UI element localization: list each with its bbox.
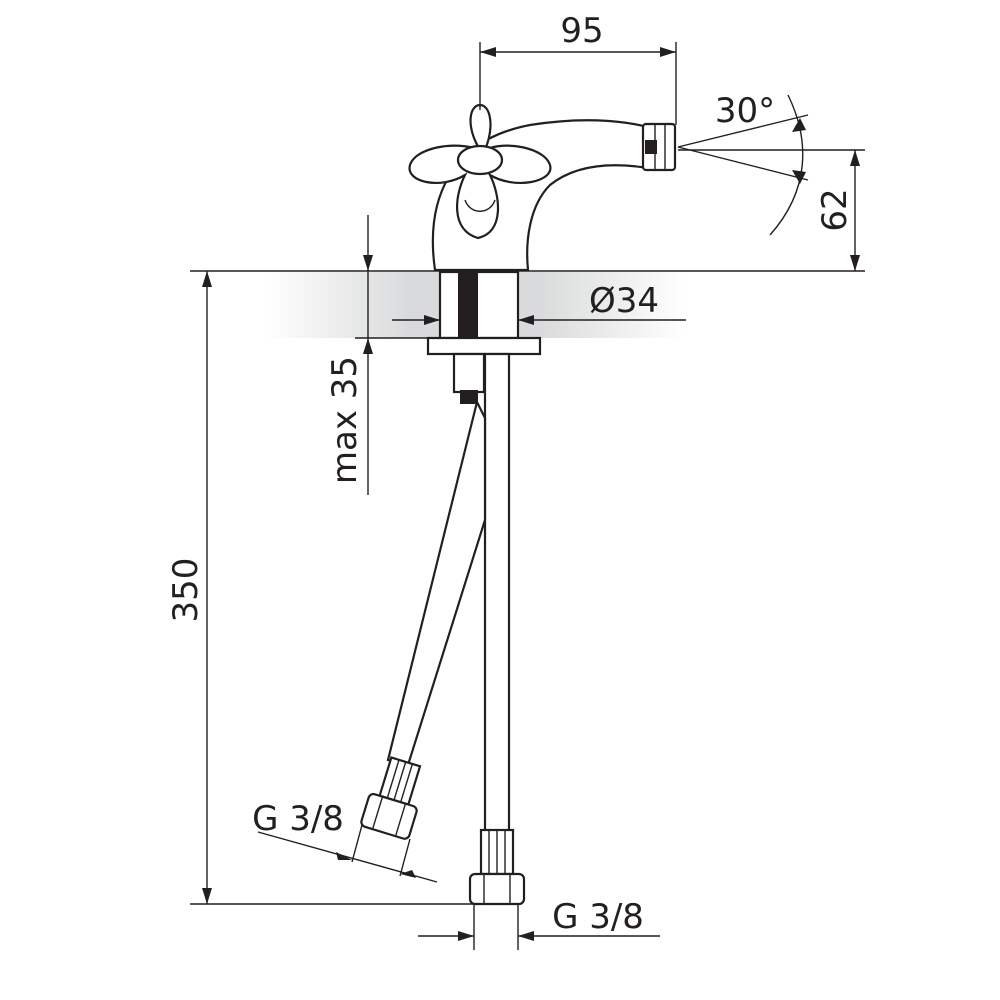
nozzle-detail [645, 140, 657, 154]
hose-left-fitting [360, 756, 422, 840]
countertop [190, 270, 865, 338]
hex-nut [452, 352, 486, 394]
dimension-spout-reach: 95 [479, 11, 677, 125]
hose-left [386, 398, 487, 767]
dimension-spray-angle: 30° [677, 91, 865, 236]
handle-cap [456, 144, 504, 176]
dimension-thread-right: G 3/8 [418, 897, 660, 950]
mounting-hole [438, 270, 520, 340]
spout-reach-label: 95 [560, 11, 603, 51]
thread-left-label: G 3/8 [252, 799, 344, 839]
mounting-plate [426, 336, 542, 356]
total-height-label: 350 [166, 558, 206, 623]
hole-diameter-label: Ø34 [589, 281, 659, 321]
mounting-hardware [426, 270, 542, 404]
hose-right-fitting [468, 828, 526, 906]
threaded-rod [458, 272, 478, 342]
deck-thickness-label: max 35 [325, 356, 365, 484]
dimension-total-height: 350 [166, 271, 490, 905]
thread-right-label: G 3/8 [552, 897, 644, 937]
spray-nozzle [641, 122, 677, 172]
hose-right [483, 352, 511, 836]
dimension-hole-diameter: Ø34 [392, 281, 686, 325]
spout-height-label: 62 [815, 188, 855, 231]
spray-angle-label: 30° [715, 91, 775, 131]
dimension-deck-thickness: max 35 [325, 215, 430, 495]
rod-end [460, 390, 478, 404]
dimension-spout-height: 62 [815, 150, 860, 271]
dimension-thread-left: G 3/8 [252, 799, 438, 883]
supply-hoses [360, 352, 526, 906]
faucet-body [408, 103, 677, 272]
